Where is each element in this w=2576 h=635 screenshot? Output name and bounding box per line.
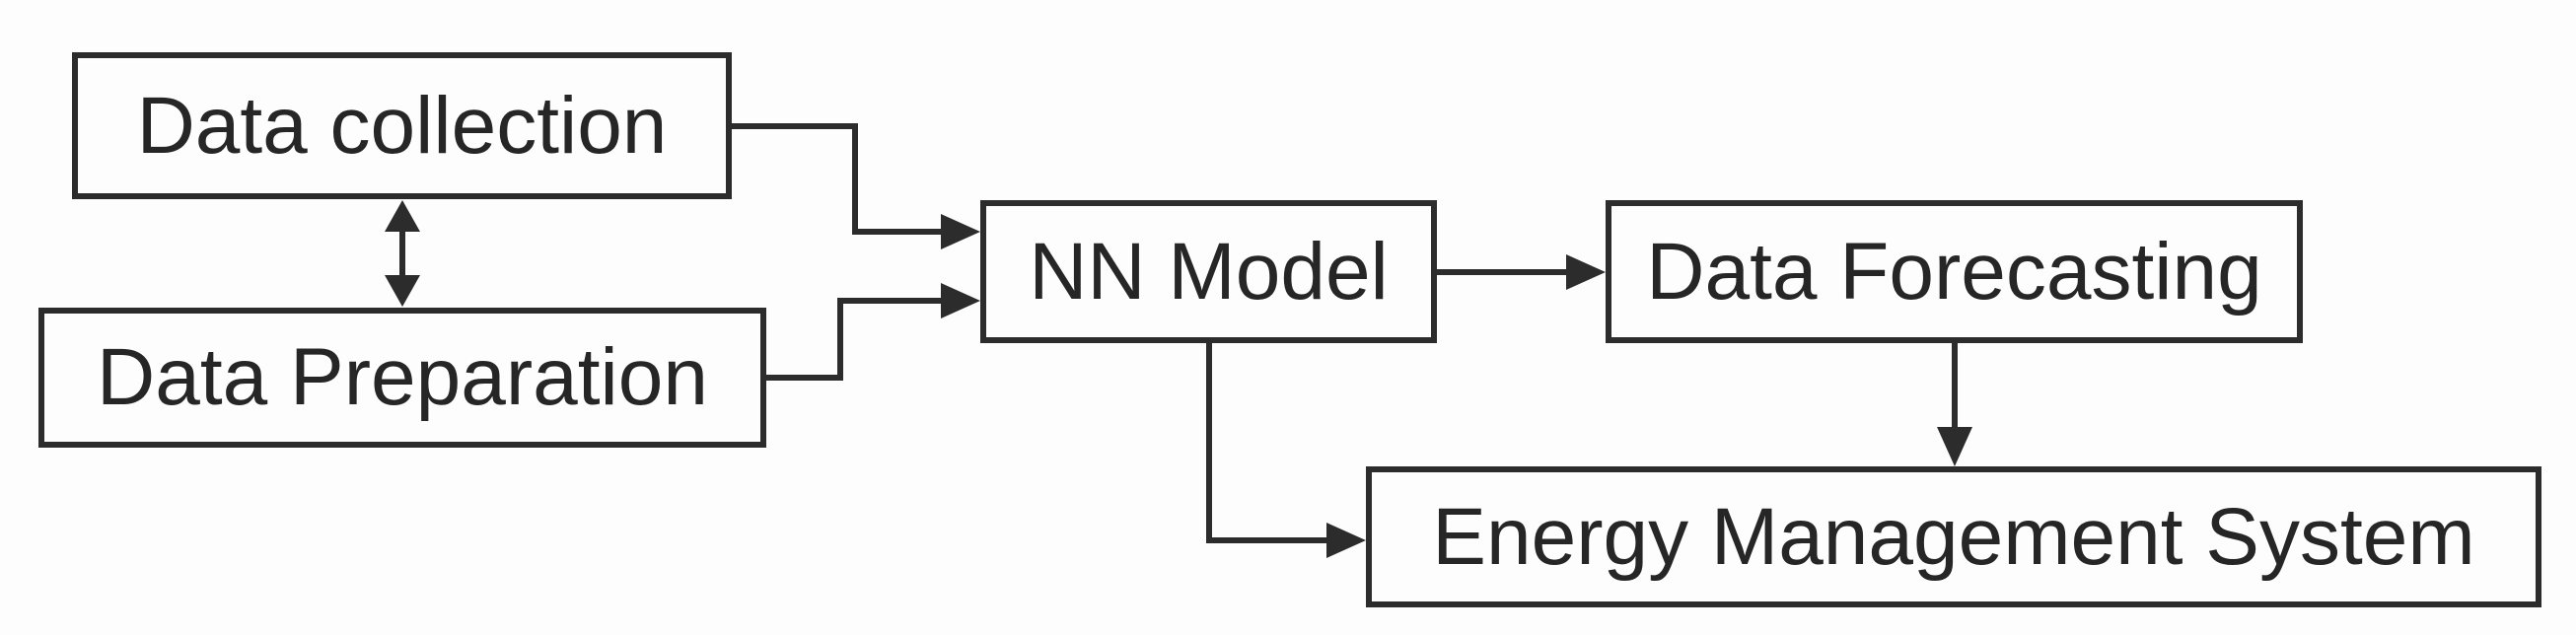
node-energy-management-system-label: Energy Management System [1432,491,2475,582]
edge-collection-to-nnmodel [732,123,980,249]
node-data-collection-label: Data collection [136,80,668,171]
edge-forecasting-to-ems [1937,343,1972,466]
edge-collection-preparation-bidirectional [385,200,420,307]
arrowhead-down-icon [385,275,420,307]
arrowhead-right-icon [941,214,980,249]
node-data-forecasting: Data Forecasting [1606,200,2303,343]
node-energy-management-system: Energy Management System [1366,466,2541,607]
edge-nnmodel-to-ems [1206,343,1366,558]
edge-line [1206,343,1328,543]
arrowhead-up-icon [385,200,420,232]
arrowhead-down-icon [1937,427,1972,466]
edge-nnmodel-to-forecasting [1437,254,1606,290]
edge-line [766,298,943,381]
edge-line [732,123,943,235]
node-data-forecasting-label: Data Forecasting [1646,226,2262,317]
node-nn-model-label: NN Model [1029,226,1389,317]
arrowhead-right-icon [941,283,980,318]
node-data-preparation: Data Preparation [38,308,766,448]
node-data-collection: Data collection [72,52,732,199]
arrowhead-right-icon [1326,523,1366,558]
arrowhead-right-icon [1566,254,1606,290]
edge-preparation-to-nnmodel [766,283,980,381]
node-data-preparation-label: Data Preparation [97,332,708,422]
node-nn-model: NN Model [980,200,1437,343]
